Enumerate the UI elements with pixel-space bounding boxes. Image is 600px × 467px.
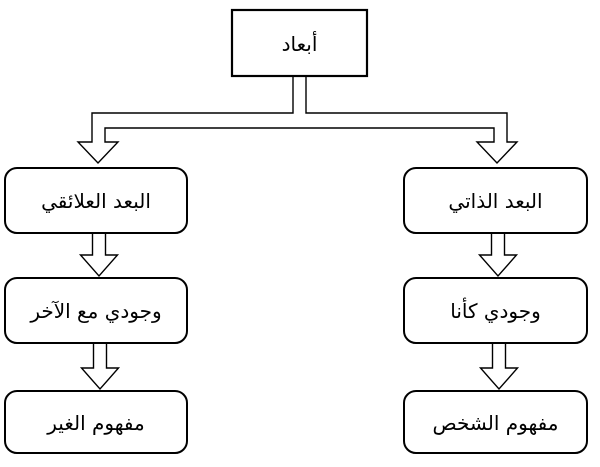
left-dimension-node-box [4,167,188,234]
right-dimension-node-label: البعد الذاتي [448,189,542,214]
down-arrow-left-1 [78,231,120,278]
right-dimension-node-box [403,167,588,234]
branch-connector-arrow [76,75,519,165]
right-concept-node-label: مفهوم الشخص [432,411,558,435]
root-node-label: أبعاد [282,31,318,56]
down-arrow-right-2 [478,341,520,391]
right-existence-node-box [403,277,588,344]
left-dimension-node-label: البعد العلائقي [41,189,151,214]
left-existence-node-box [4,277,188,344]
right-existence-node-label: وجودي كأنا [450,297,541,324]
left-concept-node-label: مفهوم الغير [46,411,145,435]
down-arrow-right-1 [477,231,519,278]
right-concept-node-box [403,390,588,454]
left-existence-node-label: وجودي مع الآخر [29,299,161,324]
root-node-box [230,8,369,78]
down-arrow-left-2 [79,341,121,391]
left-concept-node-box [4,390,188,454]
